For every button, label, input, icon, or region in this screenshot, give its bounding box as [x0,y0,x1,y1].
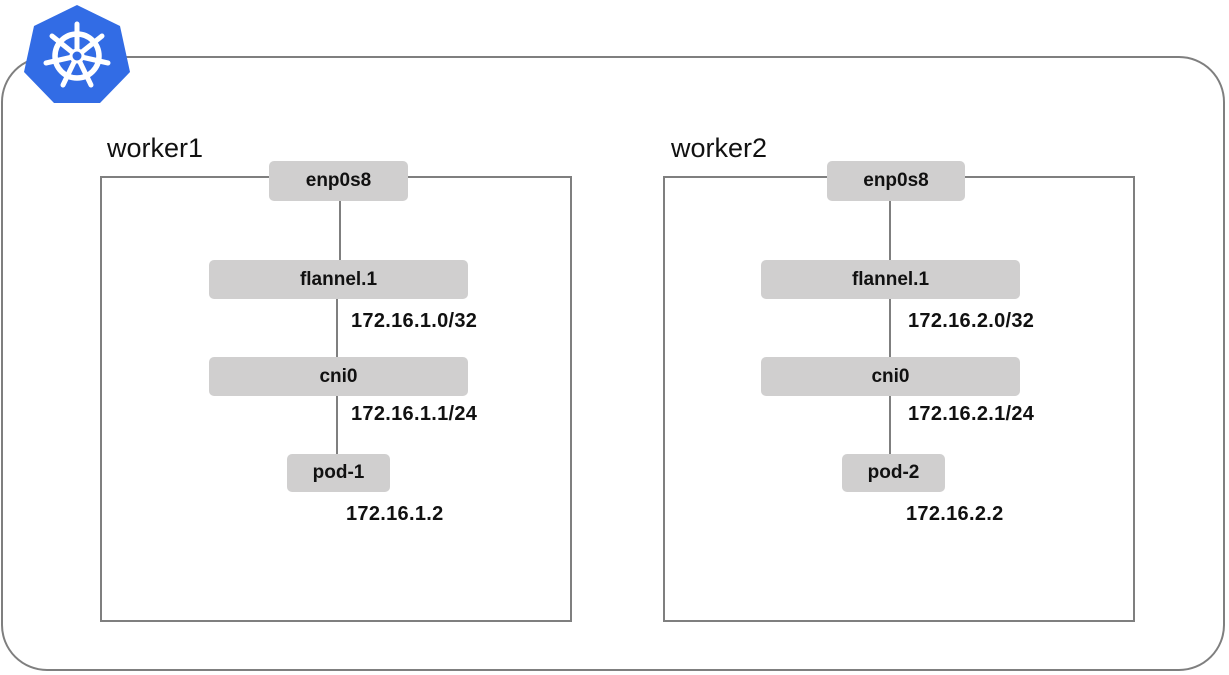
worker1-link-enp-flannel [339,201,341,260]
worker2-cni0-interface: cni0 [761,357,1020,396]
worker1-label: worker1 [107,133,204,163]
kubernetes-logo-icon [24,5,130,103]
worker2-label: worker2 [671,133,768,163]
worker1-pod-interface: pod-1 [287,454,390,492]
worker2-cni-ip: 172.16.2.1/24 [908,403,1035,425]
worker2-node-box [663,176,1135,622]
worker1-cni0-interface: cni0 [209,357,468,396]
worker2-enp0s8-interface: enp0s8 [827,161,965,201]
worker1-cni-ip: 172.16.1.1/24 [351,403,478,425]
worker2-flannel-ip: 172.16.2.0/32 [908,310,1035,332]
worker2-link-flannel-cni [889,299,891,357]
worker1-enp0s8-interface: enp0s8 [269,161,408,201]
worker2-pod-interface: pod-2 [842,454,945,492]
worker1-link-cni-pod [336,396,338,454]
worker1-flannel-interface: flannel.1 [209,260,468,299]
worker1-link-flannel-cni [336,299,338,357]
worker2-link-enp-flannel [889,201,891,260]
cluster-frame [1,56,1225,671]
worker1-flannel-ip: 172.16.1.0/32 [351,310,478,332]
worker2-link-cni-pod [889,396,891,454]
worker2-flannel-interface: flannel.1 [761,260,1020,299]
worker2-pod-ip: 172.16.2.2 [906,503,1004,525]
worker1-pod-ip: 172.16.1.2 [346,503,444,525]
